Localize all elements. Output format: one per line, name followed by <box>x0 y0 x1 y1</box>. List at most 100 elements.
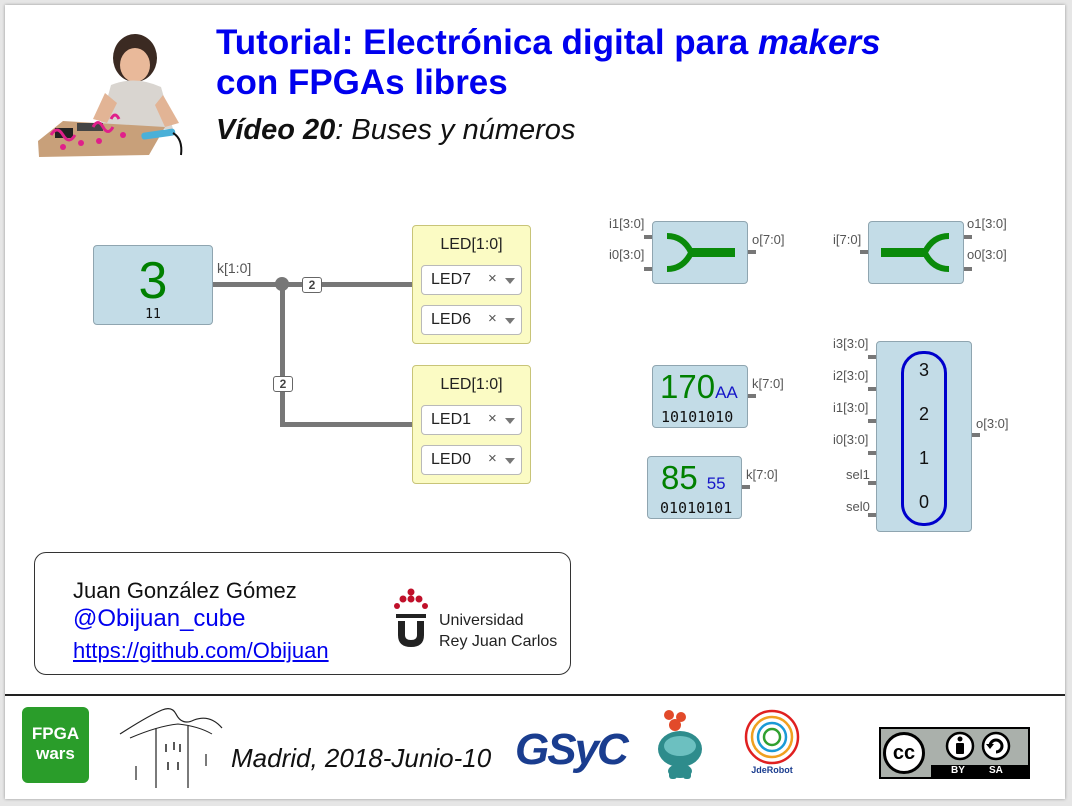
constant-170-hex: AA <box>715 383 738 402</box>
chevron-down-icon[interactable] <box>505 278 515 284</box>
splitter-input: i[7:0] <box>833 232 862 247</box>
bus-width-label-top: 2 <box>302 277 322 293</box>
joiner-block[interactable] <box>652 221 748 284</box>
github-link[interactable]: https://github.com/Obijuan <box>73 638 329 663</box>
led-select-led0[interactable]: LED0 × <box>421 445 522 475</box>
mux-block[interactable]: 3 2 1 0 <box>876 341 972 532</box>
constant-85-output: k[7:0] <box>746 467 778 482</box>
mux-input-i1: i1[3:0] <box>833 400 869 415</box>
splitter-output-o0: o0[3:0] <box>967 247 1007 262</box>
mux-output: o[3:0] <box>976 416 1009 431</box>
constant-85-hex: 55 <box>706 474 726 493</box>
mux-pin-sel1[interactable] <box>868 481 876 485</box>
joiner-pin-out[interactable] <box>748 250 756 254</box>
led-select-led6[interactable]: LED6 × <box>421 305 522 335</box>
video-subtitle: Vídeo 20: Buses y números <box>216 114 575 147</box>
chevron-down-icon[interactable] <box>505 458 515 464</box>
mux-pin-i2[interactable] <box>868 387 876 391</box>
jderobot-text: JdeRobot <box>751 765 793 775</box>
bus-split-icon <box>881 233 950 272</box>
gsyc-logo: GSyC <box>515 725 629 774</box>
clear-icon[interactable]: × <box>488 310 497 327</box>
title-makers: makers <box>757 23 881 62</box>
led-select-label: LED7 <box>431 271 472 288</box>
bus-join-icon <box>666 233 735 272</box>
slide: Tutorial: Electrónica digital para maker… <box>5 5 1065 799</box>
mux-pin-i1[interactable] <box>868 419 876 423</box>
cc-strip <box>931 765 1028 777</box>
constant-block[interactable]: 3 11 <box>93 245 213 325</box>
led-block-bottom[interactable]: LED[1:0] LED1 × LED0 × <box>412 365 531 484</box>
author-card: Juan González Gómez @Obijuan_cube https:… <box>34 552 571 675</box>
bus-wire-bottom[interactable] <box>280 422 413 427</box>
clear-icon[interactable]: × <box>488 450 497 467</box>
led-select-led7[interactable]: LED7 × <box>421 265 522 295</box>
title-text: Tutorial: Electrónica digital para <box>216 23 758 62</box>
jderobot-rings-icon <box>744 709 800 765</box>
footer-divider <box>5 694 1065 696</box>
chevron-down-icon[interactable] <box>505 318 515 324</box>
university-line-1: Universidad <box>439 612 524 629</box>
university-line-2: Rey Juan Carlos <box>439 633 558 650</box>
mux-input-i0: i0[3:0] <box>833 432 869 447</box>
author-name: Juan González Gómez <box>73 578 297 603</box>
mux-channel-0: 0 <box>918 492 929 512</box>
attribution-icon <box>945 731 975 761</box>
cc-icon: cc <box>883 732 925 774</box>
joiner-pin-i0[interactable] <box>644 267 652 271</box>
madrid-sketch-icon <box>119 708 223 788</box>
joiner-pin-i1[interactable] <box>644 235 652 239</box>
led-select-led1[interactable]: LED1 × <box>421 405 522 435</box>
share-alike-icon <box>981 731 1011 761</box>
led-block-top[interactable]: LED[1:0] LED7 × LED6 × <box>412 225 531 344</box>
led-select-label: LED1 <box>431 411 472 428</box>
title-line-2: con FPGAs libres <box>216 63 508 102</box>
mux-pin-sel0[interactable] <box>868 513 876 517</box>
mux-channel-1: 1 <box>918 448 929 468</box>
chevron-down-icon[interactable] <box>505 418 515 424</box>
bus-wire-vertical[interactable] <box>280 282 285 427</box>
splitter-pin-o0[interactable] <box>964 267 972 271</box>
mux-pin-out[interactable] <box>972 433 980 437</box>
splitter-block[interactable] <box>868 221 964 284</box>
mux-pin-i3[interactable] <box>868 355 876 359</box>
university-logo-icon <box>394 588 428 647</box>
splitter-pin-in[interactable] <box>860 250 868 254</box>
cc-by-sa-badge: cc BY SA <box>879 727 1030 779</box>
maker-photo <box>33 23 185 161</box>
mux-channel-2: 2 <box>918 404 929 424</box>
fpga-wars-line-2: wars <box>36 744 75 763</box>
constant-170-values: 170AA <box>660 368 738 406</box>
mux-selector-oval <box>901 351 947 526</box>
video-number: Vídeo 20 <box>216 114 336 146</box>
mux-input-i3: i3[3:0] <box>833 336 869 351</box>
fpga-wars-line-1: FPGA <box>31 724 80 743</box>
splitter-pin-o1[interactable] <box>964 235 972 239</box>
constant-binary: 11 <box>145 307 161 322</box>
location-date: Madrid, 2018-Junio-10 <box>231 743 492 773</box>
constant-85-pin[interactable] <box>742 485 750 489</box>
constant-170-pin[interactable] <box>748 394 756 398</box>
joiner-input-i1: i1[3:0] <box>609 216 645 231</box>
clear-icon[interactable]: × <box>488 270 497 287</box>
joiner-input-i0: i0[3:0] <box>609 247 645 262</box>
author-handle[interactable]: @Obijuan_cube <box>73 605 246 632</box>
splitter-output-o1: o1[3:0] <box>967 216 1007 231</box>
clear-icon[interactable]: × <box>488 410 497 427</box>
constant-wire-label: k[1:0] <box>217 260 252 276</box>
bus-junction <box>275 277 289 291</box>
mux-channel-3: 3 <box>918 360 929 380</box>
joiner-output: o[7:0] <box>752 232 785 247</box>
constant-170-output: k[7:0] <box>752 376 784 391</box>
led-select-label: LED0 <box>431 451 472 468</box>
mux-pin-i0[interactable] <box>868 451 876 455</box>
constant-value: 3 <box>138 252 168 310</box>
constant-170-block[interactable]: 170AA 10101010 <box>652 365 748 428</box>
cc-by-label: BY <box>951 765 965 776</box>
bus-width-label-left: 2 <box>273 376 293 392</box>
mux-input-sel0: sel0 <box>846 499 870 514</box>
led-block-title: LED[1:0] <box>440 376 503 393</box>
video-topic: : Buses y números <box>335 114 576 146</box>
